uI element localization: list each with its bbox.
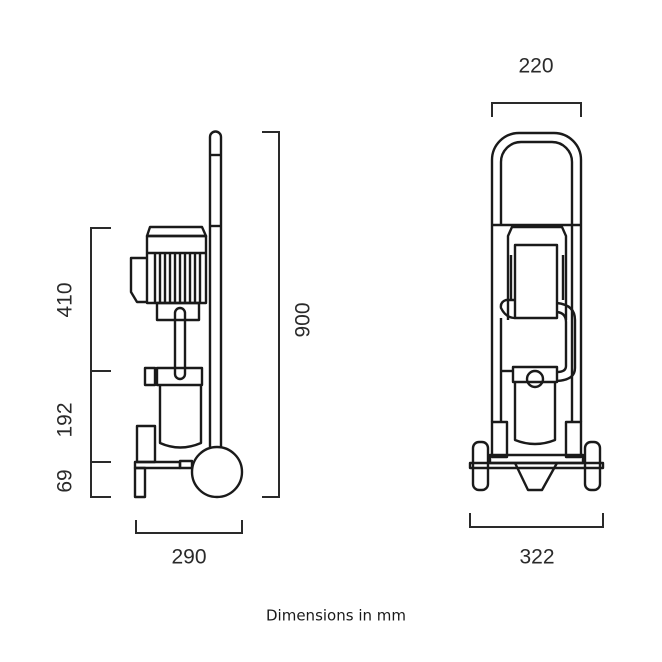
frame-rails — [490, 225, 583, 459]
handle-loop — [490, 131, 583, 227]
dim-69: 69 — [54, 469, 77, 492]
caption: Dimensions in mm — [266, 607, 406, 625]
wheel — [190, 445, 244, 499]
depth-bracket — [135, 520, 243, 534]
base-frame — [133, 424, 194, 499]
pipe — [173, 306, 187, 381]
front-view: 220 — [468, 55, 605, 569]
dim-410: 410 — [54, 282, 77, 317]
pipes — [499, 298, 577, 383]
left-wheel — [471, 440, 490, 492]
filter — [143, 366, 204, 449]
right-wheel — [583, 440, 602, 492]
total-width-bracket — [469, 513, 604, 528]
dim-900: 900 — [292, 302, 315, 337]
dim-192: 192 — [54, 402, 77, 437]
dim-220: 220 — [518, 55, 553, 78]
base-front — [468, 440, 605, 492]
filter-front — [511, 365, 559, 446]
height-dimension-lines — [90, 227, 111, 498]
handle-width-bracket — [491, 102, 582, 117]
motor-front — [506, 225, 568, 320]
side-view: 410 192 69 900 290 — [54, 130, 315, 569]
dim-322: 322 — [519, 546, 554, 569]
total-height-bracket — [262, 131, 280, 498]
motor — [129, 225, 208, 322]
dim-290: 290 — [171, 546, 206, 569]
handle-pole — [208, 130, 223, 447]
